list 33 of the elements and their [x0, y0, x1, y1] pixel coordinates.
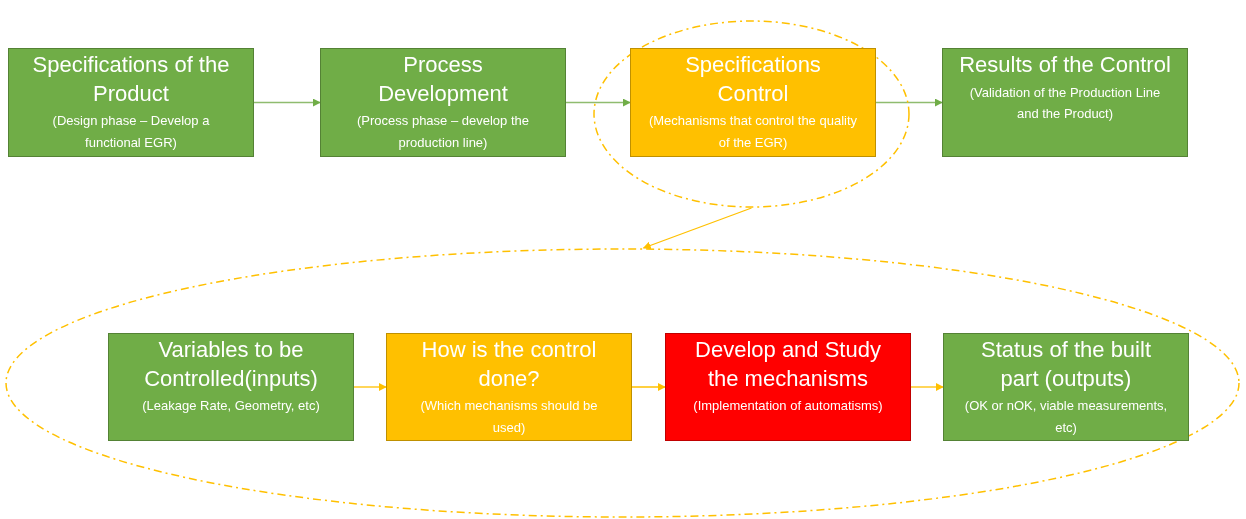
process-box [942, 48, 1188, 157]
box-title: Status of the built part (outputs) [980, 336, 1152, 393]
process-box [8, 48, 254, 157]
dash-dot-ellipse [593, 20, 910, 208]
box-title: Specifications of the Product [31, 51, 231, 108]
arrow [353, 383, 387, 391]
dash-dot-ellipse [5, 248, 1240, 518]
process-box [108, 333, 354, 441]
box-description: (Which mechanisms should be used) [419, 397, 599, 437]
arrow [642, 207, 753, 250]
arrow [565, 98, 631, 107]
arrow [631, 383, 666, 391]
process-box [665, 333, 911, 441]
box-description: (Process phase – develop the production line) [356, 112, 530, 152]
arrow [910, 383, 944, 391]
box-title: Variables to be Controlled(inputs) [143, 336, 319, 393]
process-box [630, 48, 876, 157]
box-description: (Mechanisms that control the quality of the EGR) [647, 112, 859, 152]
box-title: How is the control done? [420, 336, 598, 393]
box-description: (Design phase – Develop a functional EGR) [51, 112, 211, 152]
box-description: (OK or nOK, viable measurements, etc) [963, 397, 1169, 437]
box-title: Results of the Control [959, 51, 1171, 79]
arrow [875, 98, 943, 107]
box-title: Specifications Control [684, 51, 822, 108]
box-description: (Leakage Rate, Geometry, etc) [142, 397, 320, 416]
box-title: Process Development [377, 51, 509, 108]
process-box [943, 333, 1189, 441]
box-title: Develop and Study the mechanisms [694, 336, 882, 393]
process-box [320, 48, 566, 157]
process-box [386, 333, 632, 441]
box-description: (Validation of the Production Line and the Product) [968, 83, 1162, 124]
box-description: (Implementation of automatisms) [693, 397, 883, 416]
arrow [253, 98, 321, 107]
